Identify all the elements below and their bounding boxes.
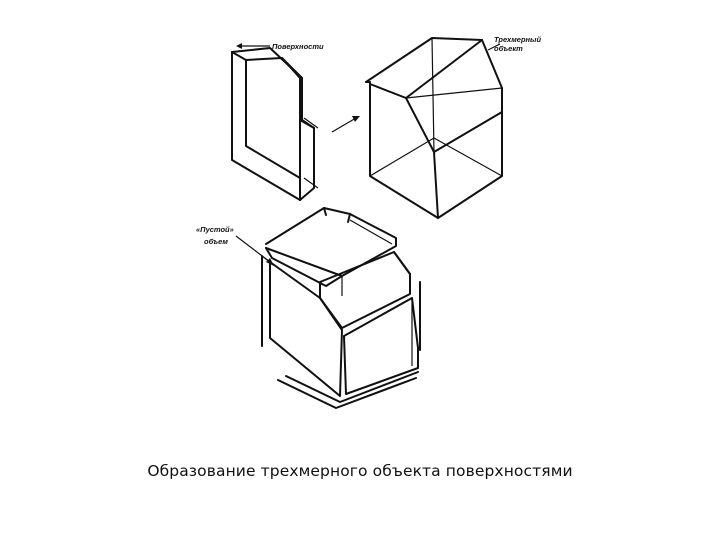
solid-object [365,37,503,219]
solid-leader [487,43,501,51]
label-empty-line2: объем [204,237,228,246]
label-solid-line1: Трехмерный [494,35,541,44]
exploded-shell [261,207,421,409]
label-solid-line2: объект [494,44,523,53]
surfaces-leader [236,43,270,49]
surfaces-panel [231,47,315,201]
figure-caption: Образование трехмерного объекта поверхно… [147,462,573,480]
edge-arrows [303,117,319,189]
label-surfaces: Поверхности [272,42,324,51]
transition-arrow [331,116,360,133]
label-empty-line1: «Пустой» [196,225,234,234]
empty-volume-leader [235,235,274,266]
